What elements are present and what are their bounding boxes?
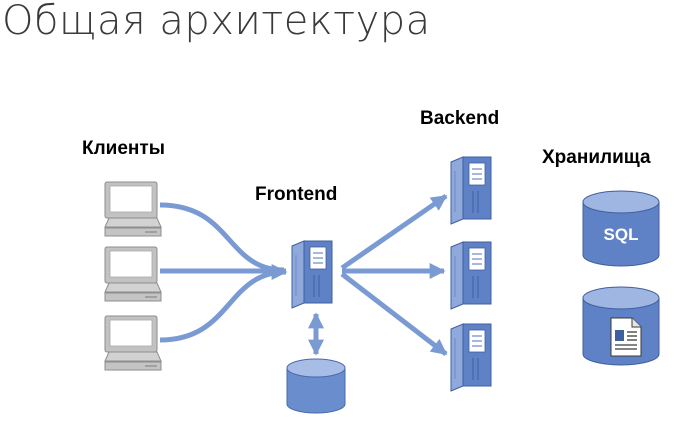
client-computer-icon xyxy=(104,246,162,302)
backend-server-icon xyxy=(450,156,492,225)
frontend-label: Frontend xyxy=(255,184,338,205)
document-icon xyxy=(610,317,642,357)
client-1-connection xyxy=(159,202,285,273)
document-storage-icon xyxy=(582,286,660,366)
frontend-server-icon xyxy=(291,240,333,309)
storage-label: Хранилища xyxy=(542,147,651,168)
client-computer-icon xyxy=(104,181,162,237)
backend-server-icon xyxy=(450,323,492,392)
frontend-database-icon xyxy=(286,358,346,414)
backend-server-icon xyxy=(450,241,492,310)
frontend-to-backend-1-arrow xyxy=(340,193,448,271)
sql-database-icon: SQL xyxy=(582,190,660,267)
client-computer-icon xyxy=(104,315,162,371)
page-title: Общая архитектура xyxy=(2,0,431,44)
frontend-to-backend-3-arrow xyxy=(340,272,448,356)
sql-label: SQL xyxy=(604,225,639,244)
backend-label: Backend xyxy=(420,108,500,129)
client-3-connection xyxy=(159,264,288,343)
clients-label: Клиенты xyxy=(82,138,165,159)
